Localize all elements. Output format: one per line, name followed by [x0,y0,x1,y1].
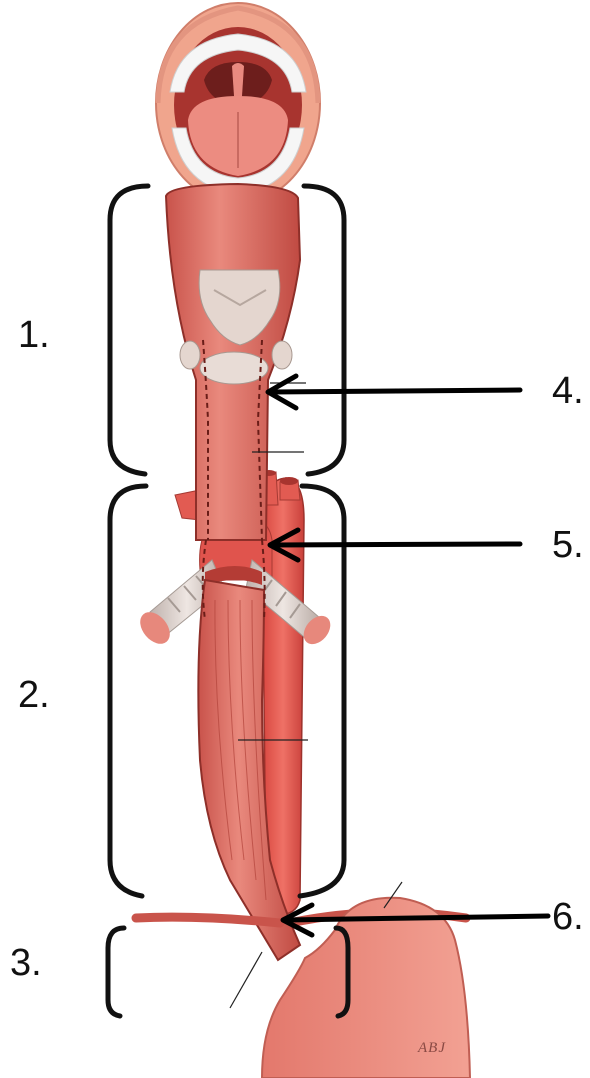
label-3: 3. [10,944,42,982]
label-1: 1. [18,316,50,354]
label-4: 4. [552,372,584,410]
artist-signature: ABJ [418,1040,446,1057]
pointer-arrow-icon [268,376,548,935]
label-5: 5. [552,526,584,564]
label-2: 2. [18,676,50,714]
mouth [156,3,320,203]
label-6: 6. [552,898,584,936]
